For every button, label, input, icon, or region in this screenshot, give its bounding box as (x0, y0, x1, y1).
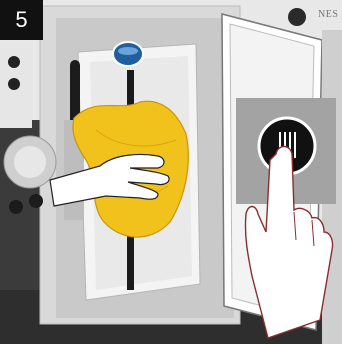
control-knob-icon (8, 78, 20, 90)
step-number-badge: 5 (0, 0, 43, 40)
side-dial-center (14, 146, 46, 178)
control-knob-icon (9, 200, 23, 214)
control-knob-icon (8, 56, 20, 68)
button-line (294, 132, 296, 158)
brand-logo-highlight (118, 47, 138, 55)
top-knob-icon (288, 8, 306, 26)
control-knob-icon (29, 194, 43, 208)
brand-text: NES (318, 9, 338, 20)
